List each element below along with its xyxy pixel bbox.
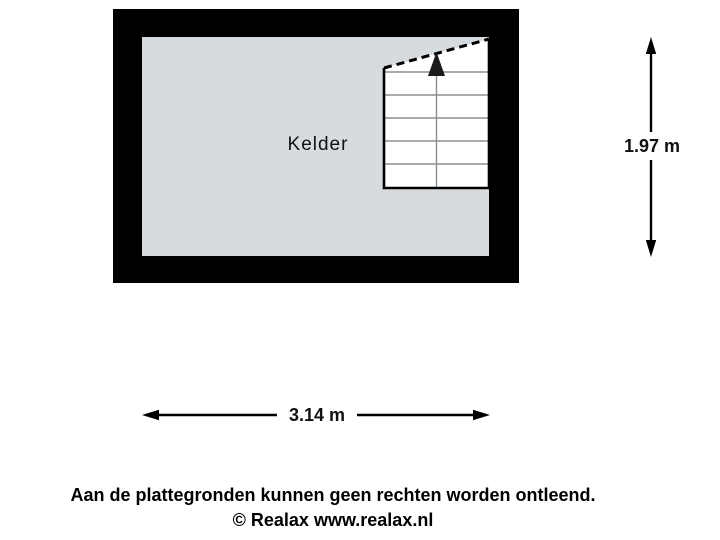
staircase-steps bbox=[385, 58, 488, 187]
arrow-up-head-icon bbox=[645, 37, 657, 54]
height-dimension-label: 1.97 m bbox=[613, 132, 691, 160]
copyright-text: © Realax www.realax.nl bbox=[232, 510, 434, 530]
arrow-right-head-icon bbox=[473, 409, 490, 421]
footer: Aan de plattegronden kunnen geen rechten… bbox=[33, 483, 633, 533]
staircase bbox=[382, 37, 491, 190]
disclaimer-text: Aan de plattegronden kunnen geen rechten… bbox=[70, 485, 596, 505]
arrow-down-head-icon bbox=[645, 240, 657, 257]
stairs-up-arrow-icon bbox=[428, 52, 445, 76]
arrow-left-head-icon bbox=[142, 409, 159, 421]
width-dimension-label: 3.14 m bbox=[277, 401, 357, 429]
room-label: Kelder bbox=[287, 134, 349, 155]
staircase-outline bbox=[382, 39, 491, 190]
